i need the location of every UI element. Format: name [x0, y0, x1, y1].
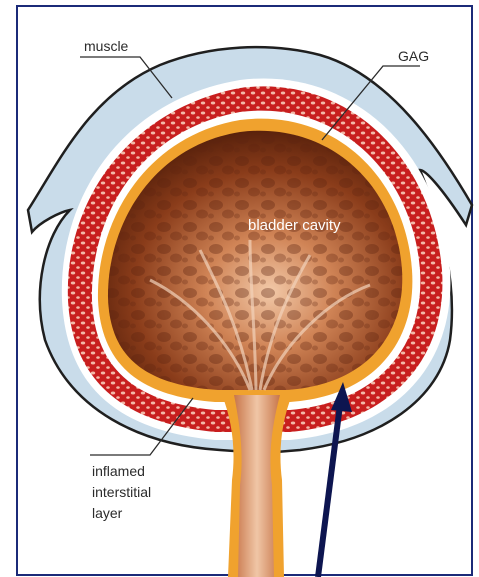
label-bladder-cavity: bladder cavity — [248, 217, 341, 234]
label-gag: GAG — [398, 48, 429, 64]
label-inflamed-line3: layer — [92, 505, 123, 521]
label-inflamed-line2: interstitial — [92, 484, 151, 500]
label-inflamed-line1: inflamed — [92, 463, 145, 479]
label-muscle: muscle — [84, 38, 129, 54]
